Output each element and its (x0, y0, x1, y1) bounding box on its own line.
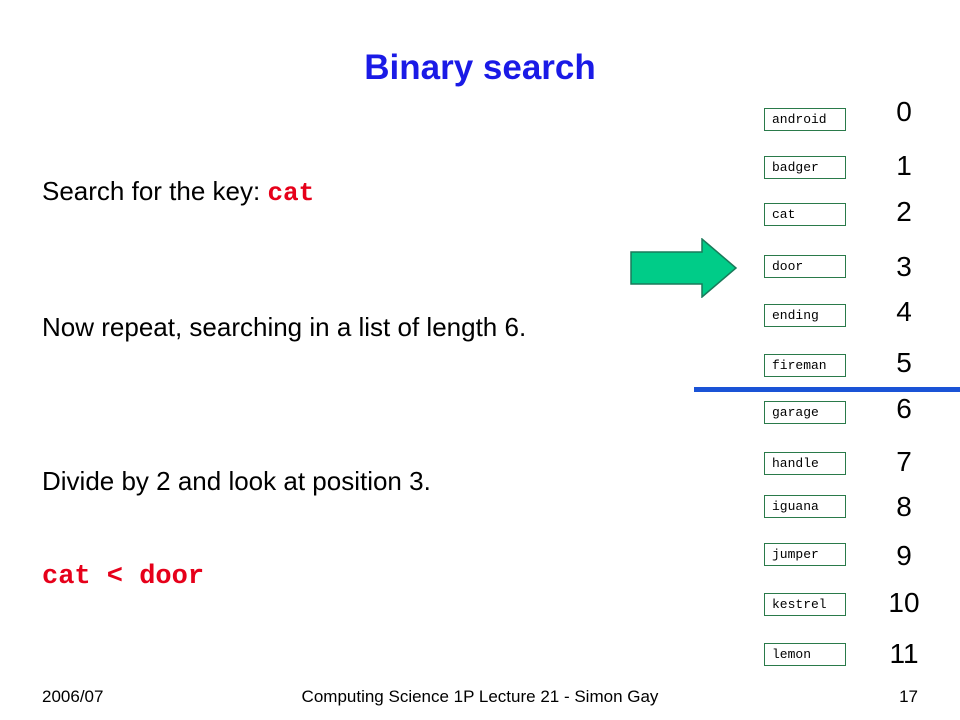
list-item: jumper (764, 543, 846, 566)
list-index: 1 (896, 150, 912, 181)
list-index: 10 (888, 587, 920, 618)
pointer-arrow-icon (630, 238, 738, 298)
list-item: iguana (764, 495, 846, 518)
list-item: kestrel (764, 593, 846, 616)
list-index: 6 (896, 393, 912, 424)
comparison-line: cat < door (42, 562, 205, 592)
footer-page-number: 17 (899, 687, 918, 706)
footer-course: Computing Science 1P Lecture 21 - Simon … (301, 687, 659, 706)
list-item: android (764, 108, 846, 131)
list-item: lemon (764, 643, 846, 666)
list-index: 0 (896, 96, 912, 127)
divide-line: Divide by 2 and look at position 3. (42, 466, 431, 496)
list-item: cat (764, 203, 846, 226)
list-index: 9 (896, 540, 912, 571)
list-item: badger (764, 156, 846, 179)
list-item: handle (764, 452, 846, 475)
list-item: fireman (764, 354, 846, 377)
search-key: cat (267, 178, 315, 208)
list-index: 4 (896, 296, 912, 327)
search-prefix: Search for the key: (42, 176, 268, 206)
slide-title: Binary search (364, 48, 596, 87)
list-item: garage (764, 401, 846, 424)
repeat-line: Now repeat, searching in a list of lengt… (42, 312, 527, 342)
list-index: 7 (896, 446, 912, 477)
footer-year: 2006/07 (42, 687, 104, 706)
search-range-divider (694, 387, 960, 392)
search-key-line: Search for the key: cat (42, 176, 314, 208)
list-item: door (764, 255, 846, 278)
list-index: 11 (889, 638, 919, 669)
list-index: 5 (896, 347, 912, 378)
list-index: 3 (896, 251, 912, 282)
list-index: 2 (896, 196, 912, 227)
pointer-arrow-shape (630, 238, 738, 298)
list-index: 8 (896, 491, 912, 522)
list-item: ending (764, 304, 846, 327)
